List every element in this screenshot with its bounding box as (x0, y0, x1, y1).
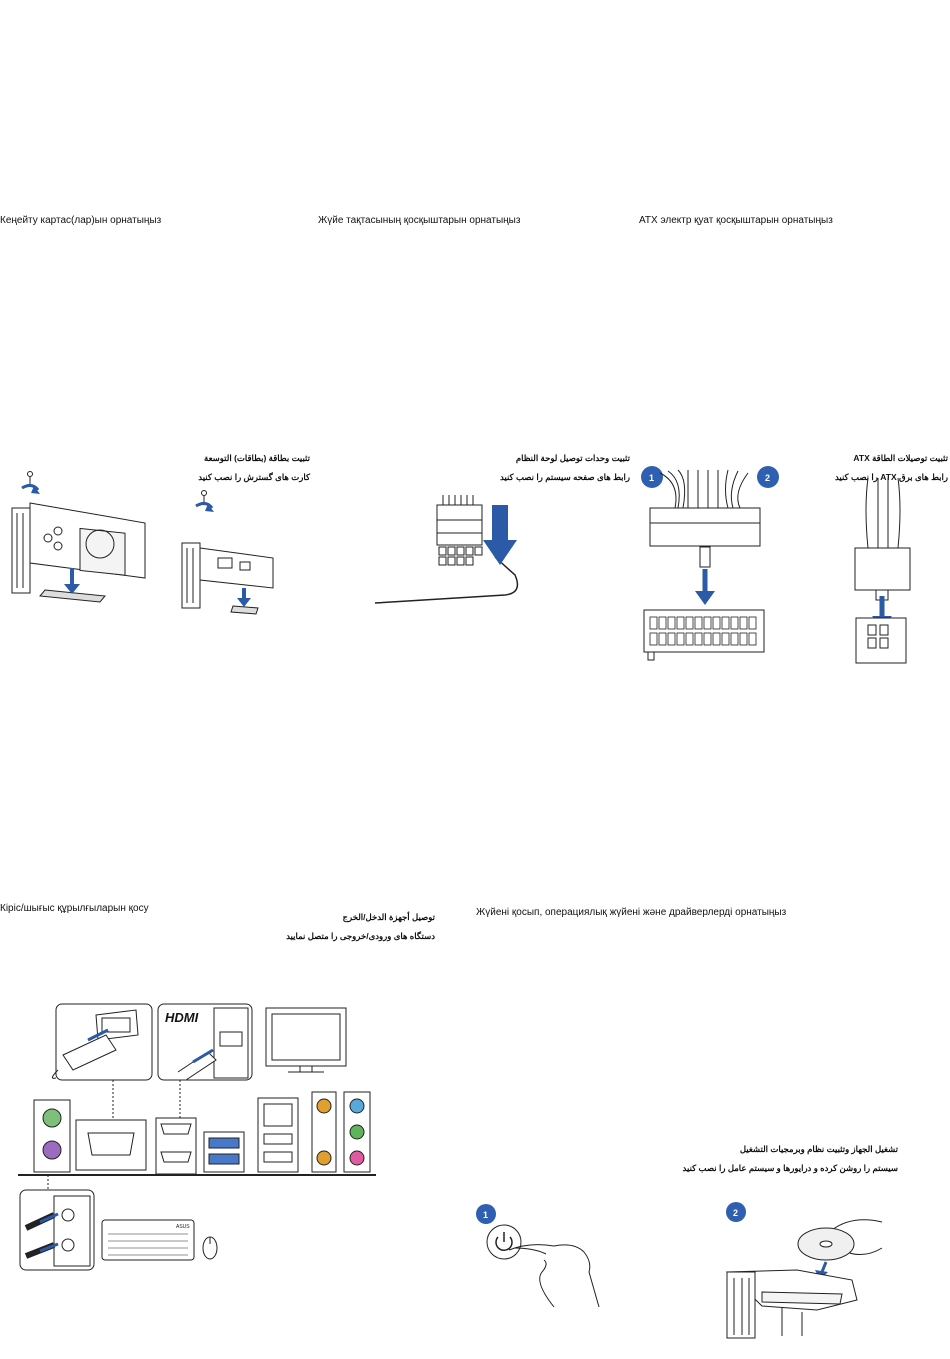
screw-icon (27, 471, 33, 484)
svg-text:2: 2 (765, 473, 770, 483)
disc-icon (797, 1227, 855, 1261)
atx-24pin-illustration: 1 2 (641, 466, 779, 661)
usb-port-1 (208, 1137, 240, 1149)
screw-icon (201, 490, 207, 502)
rear-io-panel (18, 1091, 376, 1176)
step-badge-1: 1 (476, 1204, 496, 1224)
step-badge-2: 2 (757, 466, 779, 488)
panel-connector-illustration (374, 495, 519, 604)
usb-port-3 (263, 1133, 293, 1145)
hdmi-port (160, 1151, 192, 1163)
atx-title-arabic: تثبيت توصيلات الطاقة ATX (853, 453, 948, 463)
svg-text:ASUS: ASUS (176, 1224, 190, 1230)
panel-title-persian: رابط های صفحه سیستم را نصب کنید (499, 472, 630, 482)
monitor-icon (265, 1007, 347, 1073)
io-devices-illustration: HDMI (18, 1003, 376, 1271)
atx-title-persian: رابط های برق ATX را نصب کنید (834, 472, 948, 482)
ethernet-port (263, 1103, 293, 1127)
svg-text:1: 1 (649, 473, 654, 483)
step-badge-2: 2 (726, 1202, 746, 1222)
displayport-port (160, 1123, 192, 1135)
atx-8pin-illustration (854, 477, 911, 664)
svg-text:1: 1 (483, 1210, 488, 1220)
hdmi-logo: HDMI (165, 1010, 199, 1025)
vga-cable-callout (52, 1003, 153, 1081)
mouse-icon (202, 1236, 218, 1260)
usb-port-2 (208, 1153, 240, 1165)
keyboard-icon: ASUS (101, 1219, 195, 1261)
os-title-kazakh: Жүйені қосып, операциялық жүйені және др… (476, 907, 787, 918)
audio-port-green (349, 1124, 365, 1140)
install-disc-illustration: 2 (725, 1202, 883, 1339)
os-title-arabic: تشغيل الجهاز وتثبيت نظام وبرمجيات التشغي… (739, 1144, 898, 1154)
panel-title-kazakh: Жүйе тақтасының қосқыштарын орнатыңыз (318, 215, 521, 226)
audio-port-orange-2 (316, 1150, 332, 1166)
power-on-illustration: 1 (476, 1204, 600, 1308)
os-title-persian: سیستم را روشن کرده و درایورها و سیستم عا… (682, 1163, 898, 1173)
ps2-cable-callout (19, 1189, 95, 1271)
hdmi-cable-callout: HDMI (157, 1003, 253, 1081)
io-title-arabic: توصيل أجهزة الدخل/الخرج (342, 912, 435, 922)
expansion-title-kazakh: Кеңейту картас(лар)ын орнатыңыз (0, 215, 162, 226)
audio-port-pink (349, 1150, 365, 1166)
audio-port-orange (316, 1098, 332, 1114)
svg-text:2: 2 (733, 1208, 738, 1218)
expansion-title-arabic: تثبيت بطاقة (بطاقات) التوسعة (204, 453, 310, 463)
panel-title-arabic: تثبيت وحدات توصيل لوحة النظام (515, 453, 630, 463)
io-title-kazakh: Кіріс/шығыс құрылғыларын қосу (0, 903, 149, 914)
atx-title-kazakh: ATX электр қуат қосқыштарын орнатыңыз (639, 215, 833, 226)
usb-port-4 (263, 1151, 293, 1163)
ps2-mouse-port (42, 1108, 62, 1128)
ps2-keyboard-port (42, 1140, 62, 1160)
expansion-title-persian: کارت های گسترش را نصب کنید (198, 472, 310, 482)
io-title-persian: دستگاه های ورودی/خروجی را متصل نمایید (286, 931, 435, 941)
expansion-card-small-illustration (181, 490, 274, 615)
power-button-icon (486, 1224, 522, 1260)
vga-port (87, 1132, 135, 1156)
audio-port-blue (349, 1098, 365, 1114)
expansion-card-large-illustration (11, 471, 146, 603)
step-badge-1: 1 (641, 466, 663, 488)
